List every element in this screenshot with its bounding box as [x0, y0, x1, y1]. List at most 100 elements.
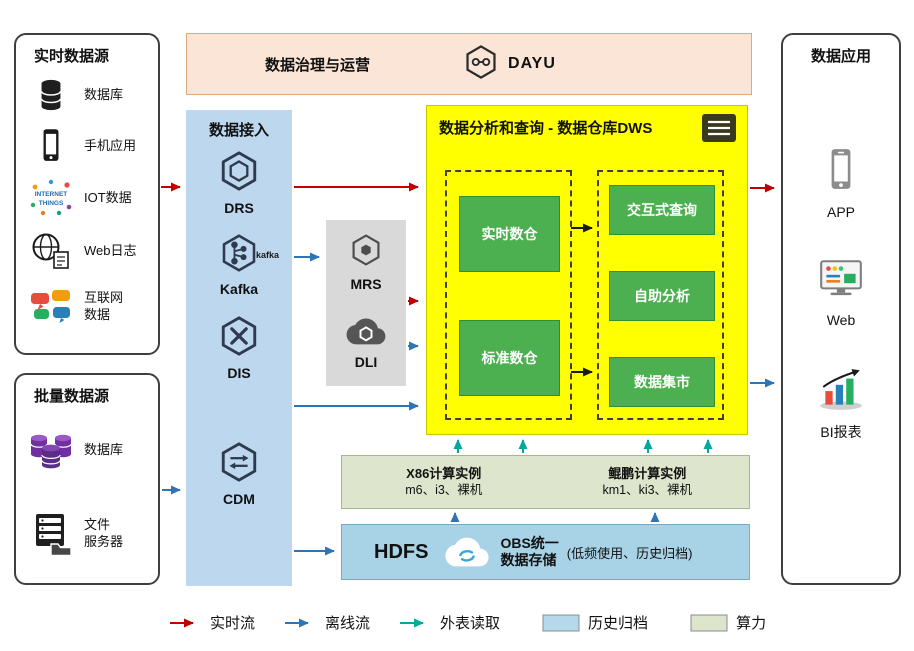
label-line: IOT数据	[84, 189, 132, 205]
dws-warehouse-panel: 数据分析和查询 - 数据仓库DWS 实时数仓 标准数仓 交互式查询 自助分析 数…	[426, 105, 748, 435]
ingestion-panel: 数据接入 DRS	[186, 110, 292, 586]
service-kafka: Kafka	[186, 233, 292, 297]
web-log-icon	[26, 231, 76, 271]
x86-compute-group: X86计算实例 m6、i3、裸机	[342, 456, 546, 508]
source-item-label: Web日志	[84, 243, 137, 260]
service-label: Kafka	[219, 281, 259, 297]
service-label: DIS	[227, 365, 251, 381]
label-line: 手机应用	[84, 137, 137, 153]
legend-external-read: 外表读取	[398, 612, 500, 633]
dws-warehouse-group: 实时数仓 标准数仓	[445, 170, 572, 420]
kunpeng-compute-subtitle: km1、ki3、裸机	[602, 483, 693, 498]
legend-history-archive: 历史归档	[542, 612, 648, 633]
obs-storage-label: OBS统一 数据存储	[500, 535, 558, 570]
compute-instances-bar: X86计算实例 m6、i3、裸机 鲲鹏计算实例 km1、ki3、裸机	[341, 455, 750, 509]
obs-label-line: 数据存储	[500, 552, 557, 568]
dayu-icon	[462, 43, 500, 86]
label-line: 数据库	[84, 86, 124, 102]
module-interactive-query: 交互式查询	[609, 185, 715, 235]
legend-label-compute: 算力	[736, 615, 767, 632]
label-line: 服务器	[84, 534, 124, 549]
obs-label-line: OBS统一	[500, 534, 559, 551]
bi-report-icon	[817, 367, 865, 416]
kunpeng-compute-group: 鲲鹏计算实例 km1、ki3、裸机	[546, 456, 750, 508]
source-item-batch-database: 数据库	[16, 410, 158, 490]
dws-analysis-group: 交互式查询 自助分析 数据集市	[597, 170, 724, 420]
offline-flow-arrow-icon	[285, 618, 310, 627]
external-read-arrow-icon	[400, 618, 425, 627]
kafka-wordmark: kafka	[256, 250, 280, 260]
database-cluster-icon	[26, 426, 76, 474]
governance-bar: 数据治理与运营 DAYU	[186, 33, 752, 95]
service-label: DRS	[224, 200, 254, 216]
source-item-iot: INTERNET THINGS IOT数据	[16, 172, 158, 224]
storage-note: (低频使用、历史归档)	[566, 545, 693, 561]
app-item-web: Web	[783, 257, 899, 328]
service-cdm: CDM	[186, 441, 292, 507]
hdfs-label: HDFS	[374, 540, 429, 563]
iot-icon-text-line1: INTERNET	[35, 191, 68, 198]
app-item-label: BI报表	[820, 424, 862, 440]
legend-offline-flow: 离线流	[283, 612, 370, 633]
label-line: 数据	[84, 307, 111, 322]
legend-label-archive: 历史归档	[588, 615, 649, 632]
realtime-sources-panel: 实时数据源 数据库 手机应用	[14, 33, 160, 355]
storage-bar: HDFS OBS统一 数据存储 (低频使用、历史归档)	[341, 524, 750, 580]
applications-title: 数据应用	[810, 48, 871, 65]
legend-compute-power: 算力	[690, 612, 766, 633]
kafka-icon	[217, 233, 261, 278]
iot-icon: INTERNET THINGS	[26, 178, 76, 218]
batch-sources-panel: 批量数据源 数据库	[14, 373, 160, 585]
ingestion-title: 数据接入	[208, 122, 269, 139]
governance-title: 数据治理与运营	[265, 56, 371, 74]
source-item-label: 手机应用	[84, 138, 136, 155]
source-item-label: 文件服务器	[84, 517, 123, 551]
cdm-icon	[216, 441, 262, 488]
dayu-label: DAYU	[508, 55, 556, 72]
realtime-flow-arrow-icon	[170, 618, 194, 627]
service-dli: DLI	[326, 312, 406, 370]
dws-title: 数据分析和查询 - 数据仓库DWS	[439, 120, 653, 137]
x86-compute-subtitle: m6、i3、裸机	[405, 483, 483, 498]
module-data-mart: 数据集市	[609, 357, 715, 407]
iot-icon-text-line2: THINGS	[39, 200, 64, 207]
source-item-label: 数据库	[84, 87, 123, 104]
source-item-database: 数据库	[16, 70, 158, 120]
history-archive-swatch	[542, 614, 580, 631]
file-server-icon	[26, 511, 76, 557]
source-item-web-log: Web日志	[16, 224, 158, 278]
legend-label-offline: 离线流	[325, 615, 371, 632]
service-dis: DIS	[186, 315, 292, 381]
kunpeng-compute-title: 鲲鹏计算实例	[608, 465, 687, 481]
drs-icon	[216, 150, 262, 197]
module-realtime-warehouse: 实时数仓	[459, 196, 560, 272]
label-line: Web日志	[84, 242, 137, 258]
app-item-label: APP	[826, 204, 855, 220]
app-item-label: Web	[826, 312, 856, 328]
source-item-label: 互联网数据	[84, 290, 123, 324]
label-line: 数据库	[84, 441, 124, 457]
batch-sources-title: 批量数据源	[34, 388, 110, 405]
internet-data-icon	[26, 287, 76, 327]
governance-brand: DAYU	[462, 43, 556, 86]
module-self-service-analysis: 自助分析	[609, 271, 715, 321]
processing-panel: MRS DLI	[326, 220, 406, 386]
source-item-internet-data: 互联网数据	[16, 278, 158, 336]
x86-compute-title: X86计算实例	[406, 465, 482, 481]
dis-icon	[216, 315, 262, 362]
source-item-label: 数据库	[84, 442, 123, 459]
legend-realtime-flow: 实时流	[168, 612, 255, 633]
legend: 实时流 离线流 外表读取 历史归档 算力	[168, 612, 766, 633]
web-icon	[817, 257, 865, 306]
service-label: MRS	[350, 276, 382, 292]
module-standard-warehouse: 标准数仓	[459, 320, 560, 396]
database-icon	[26, 76, 76, 114]
service-drs: DRS	[186, 150, 292, 216]
legend-label-external: 外表读取	[440, 615, 501, 632]
label-line: 文件	[84, 517, 111, 533]
source-item-mobile-app: 手机应用	[16, 120, 158, 172]
service-mrs: MRS	[326, 232, 406, 292]
source-item-file-server: 文件服务器	[16, 490, 158, 578]
app-item-app: APP	[783, 147, 899, 220]
